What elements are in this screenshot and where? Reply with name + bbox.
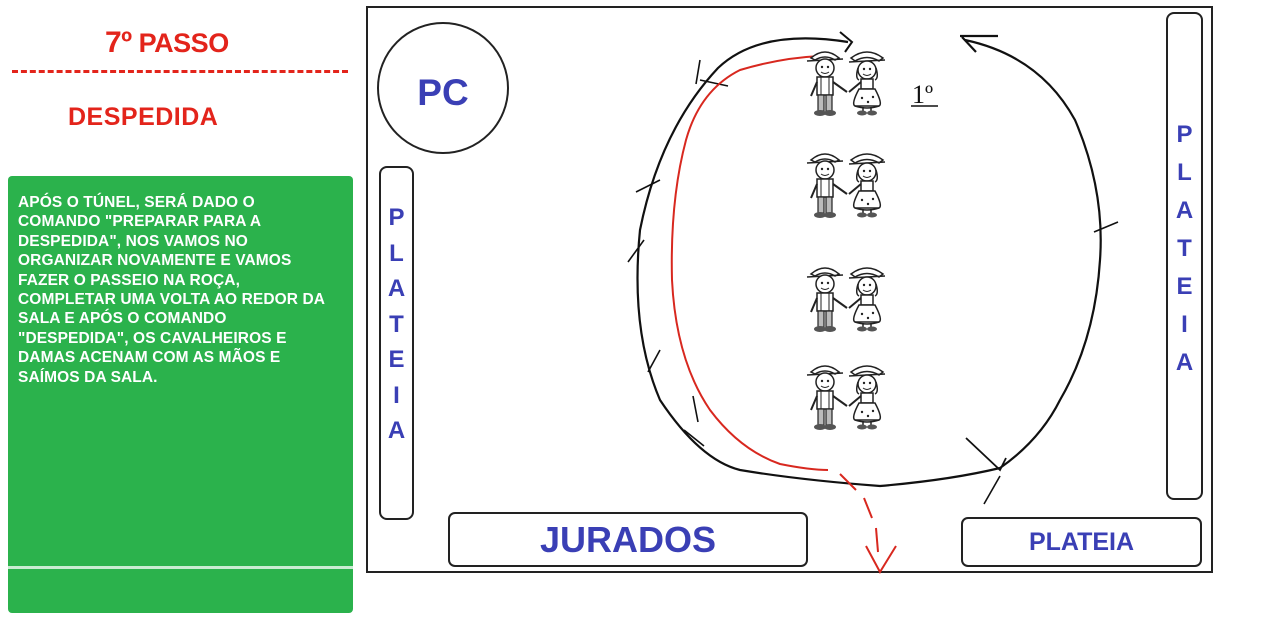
instruction-panel: APÓS O TÚNEL, SERÁ DADO O COMANDO "PREPA… (8, 176, 353, 613)
first-pair-mark: 1º (912, 80, 933, 109)
couple-dancers-icon (806, 267, 886, 333)
bottom-audience-box: PLATEIA (961, 517, 1202, 567)
left-path-line (636, 37, 1001, 488)
left-audience-label: P L A T E I A (379, 200, 414, 449)
right-audience-label: P L A T E I A (1166, 116, 1203, 382)
panel-divider (8, 566, 353, 569)
right-audience-letter: E (1176, 273, 1193, 300)
instruction-text: APÓS O TÚNEL, SERÁ DADO O COMANDO "PREPA… (18, 194, 325, 386)
couple-dancers-icon (806, 153, 886, 219)
left-audience-letter: P (388, 204, 405, 231)
couple-dancers-icon (806, 365, 886, 431)
pc-circle (377, 22, 509, 154)
left-audience-letter: A (387, 275, 406, 302)
step-title: 7º PASSO (105, 26, 229, 60)
right-audience-letter: I (1181, 311, 1188, 338)
right-audience-letter: A (1175, 197, 1194, 224)
exit-path-line (670, 55, 829, 471)
exit-arrow-icon (865, 545, 897, 575)
step-label: PASSO (138, 28, 230, 58)
left-audience-letter: A (387, 417, 406, 444)
exit-dashed-line (839, 473, 879, 553)
right-path-line (964, 38, 1102, 469)
right-audience-box (1166, 12, 1203, 500)
dashed-divider (12, 70, 348, 73)
pc-label: PC (417, 72, 469, 113)
right-audience-letter: P (1176, 121, 1193, 148)
left-audience-letter: T (389, 310, 404, 338)
right-audience-letter: L (1177, 159, 1192, 186)
dance-floor (366, 6, 1213, 573)
step-number: 7º (105, 26, 132, 59)
section-title: DESPEDIDA (68, 103, 219, 131)
judges-box: JURADOS (448, 512, 808, 567)
couple-dancers-icon (806, 51, 886, 117)
arrowhead-top-left (839, 31, 854, 53)
left-audience-letter: L (389, 239, 404, 267)
left-audience-letter: E (388, 346, 405, 373)
right-audience-letter: A (1175, 349, 1194, 376)
arrowhead-top-right (960, 34, 998, 53)
right-audience-letter: T (1177, 235, 1192, 262)
left-audience-letter: I (393, 381, 400, 409)
left-audience-box (379, 166, 414, 520)
